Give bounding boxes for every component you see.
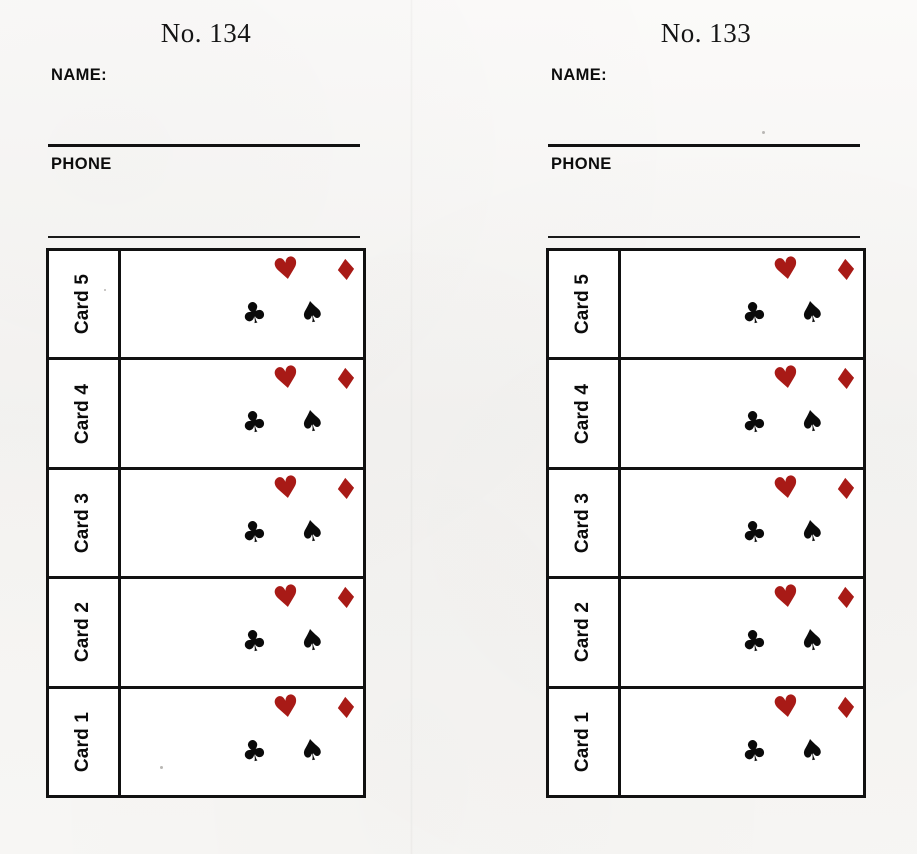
page-title: No. 134 — [160, 18, 252, 48]
card-label: Card 3 — [72, 492, 94, 554]
card-suits-cell[interactable]: ♥ ♦ ♣ ♠ — [121, 360, 363, 466]
card-label-cell: Card 4 — [549, 360, 621, 467]
card-label-cell: Card 3 — [49, 469, 121, 577]
heart-icon[interactable]: ♥ — [270, 359, 303, 399]
heart-icon[interactable]: ♥ — [770, 578, 803, 618]
table-row: Card 1 ♥ ♦ ♣ ♠ — [549, 687, 863, 796]
club-icon[interactable]: ♣ — [737, 621, 771, 661]
club-icon[interactable]: ♣ — [237, 512, 271, 552]
name-write-line — [548, 144, 860, 147]
club-icon[interactable]: ♣ — [737, 731, 771, 770]
card-suits-cell[interactable]: ♥ ♦ ♣ ♠ — [121, 250, 363, 357]
diamond-icon[interactable]: ♦ — [331, 580, 361, 617]
spade-icon[interactable]: ♠ — [296, 511, 328, 550]
club-icon[interactable]: ♣ — [237, 731, 271, 770]
card-label: Card 5 — [572, 274, 594, 335]
card-suits-cell[interactable]: ♥ ♦ ♣ ♠ — [621, 468, 863, 576]
name-field-label: NAME: — [51, 66, 108, 84]
club-icon[interactable]: ♣ — [237, 293, 271, 333]
card-label-cell: Card 5 — [49, 251, 121, 358]
diamond-icon[interactable]: ♦ — [831, 252, 861, 288]
card-suits-cell[interactable]: ♥ ♦ ♣ ♠ — [121, 468, 363, 576]
heart-icon[interactable]: ♥ — [270, 687, 303, 727]
card-suits-cell[interactable]: ♥ ♦ ♣ ♠ — [621, 250, 863, 357]
card-suits-cell[interactable]: ♥ ♦ ♣ ♠ — [121, 687, 363, 795]
card-grid-table: Card 5 ♥ ♦ ♣ ♠ Card 4 ♥ ♦ ♣ ♠ Card 3 — [546, 248, 866, 798]
page-title: No. 133 — [660, 18, 752, 48]
spade-icon[interactable]: ♠ — [296, 293, 328, 332]
scan-seam-divider — [410, 0, 413, 854]
card-label: Card 2 — [572, 602, 594, 663]
table-row: Card 3 ♥ ♦ ♣ ♠ — [49, 468, 363, 580]
card-label: Card 1 — [72, 711, 94, 772]
card-label-cell: Card 2 — [549, 579, 621, 686]
table-row: Card 4 ♥ ♦ ♣ ♠ — [49, 360, 363, 470]
card-grid-table: Card 5 ♥ ♦ ♣ ♠ Card 4 ♥ ♦ ♣ ♠ Card 3 — [46, 248, 366, 798]
card-label: Card 1 — [572, 711, 594, 772]
card-label: Card 5 — [72, 274, 94, 335]
table-row: Card 2 ♥ ♦ ♣ ♠ — [549, 578, 863, 689]
diamond-icon[interactable]: ♦ — [331, 470, 361, 507]
diamond-icon[interactable]: ♦ — [831, 580, 861, 617]
club-icon[interactable]: ♣ — [737, 293, 771, 333]
card-label-cell: Card 5 — [549, 251, 621, 358]
heart-icon[interactable]: ♥ — [270, 578, 303, 618]
card-label-cell: Card 4 — [49, 360, 121, 467]
spade-icon[interactable]: ♠ — [296, 730, 328, 769]
spade-icon[interactable]: ♠ — [796, 621, 828, 660]
card-label: Card 2 — [72, 602, 94, 663]
diamond-icon[interactable]: ♦ — [331, 361, 361, 398]
card-suits-cell[interactable]: ♥ ♦ ♣ ♠ — [621, 578, 863, 685]
spade-icon[interactable]: ♠ — [796, 730, 828, 769]
diamond-icon[interactable]: ♦ — [831, 470, 861, 507]
heart-icon[interactable]: ♥ — [770, 359, 803, 399]
table-row: Card 5 ♥ ♦ ♣ ♠ — [49, 250, 363, 361]
scan-speck — [762, 131, 765, 134]
spade-icon[interactable]: ♠ — [796, 402, 828, 441]
club-icon[interactable]: ♣ — [737, 512, 771, 552]
phone-write-line — [48, 236, 360, 238]
diamond-icon[interactable]: ♦ — [831, 689, 861, 726]
card-label: Card 3 — [572, 492, 594, 554]
card-suits-cell[interactable]: ♥ ♦ ♣ ♠ — [121, 578, 363, 685]
card-label-cell: Card 2 — [49, 579, 121, 686]
diamond-icon[interactable]: ♦ — [831, 361, 861, 398]
heart-icon[interactable]: ♥ — [270, 250, 303, 289]
table-row: Card 1 ♥ ♦ ♣ ♠ — [49, 687, 363, 796]
heart-icon[interactable]: ♥ — [770, 468, 803, 508]
table-row: Card 3 ♥ ♦ ♣ ♠ — [549, 468, 863, 580]
spade-icon[interactable]: ♠ — [796, 293, 828, 332]
table-row: Card 2 ♥ ♦ ♣ ♠ — [49, 578, 363, 689]
phone-field-label: PHONE — [551, 155, 612, 173]
card-suits-cell[interactable]: ♥ ♦ ♣ ♠ — [621, 360, 863, 466]
diamond-icon[interactable]: ♦ — [331, 689, 361, 726]
diamond-icon[interactable]: ♦ — [331, 252, 361, 288]
club-icon[interactable]: ♣ — [237, 403, 271, 442]
heart-icon[interactable]: ♥ — [770, 250, 803, 289]
phone-write-line — [548, 236, 860, 238]
card-suits-cell[interactable]: ♥ ♦ ♣ ♠ — [621, 687, 863, 795]
spade-icon[interactable]: ♠ — [796, 511, 828, 550]
card-label: Card 4 — [72, 383, 94, 444]
name-field-label: NAME: — [551, 66, 608, 84]
name-write-line — [48, 144, 360, 147]
table-row: Card 5 ♥ ♦ ♣ ♠ — [549, 250, 863, 361]
card-label-cell: Card 3 — [549, 469, 621, 577]
spade-icon[interactable]: ♠ — [296, 621, 328, 660]
heart-icon[interactable]: ♥ — [770, 687, 803, 727]
card-label: Card 4 — [572, 383, 594, 444]
club-icon[interactable]: ♣ — [737, 403, 771, 442]
card-label-cell: Card 1 — [49, 688, 121, 796]
club-icon[interactable]: ♣ — [237, 621, 271, 661]
card-label-cell: Card 1 — [549, 688, 621, 796]
phone-field-label: PHONE — [51, 155, 112, 173]
table-row: Card 4 ♥ ♦ ♣ ♠ — [549, 360, 863, 470]
heart-icon[interactable]: ♥ — [270, 468, 303, 508]
spade-icon[interactable]: ♠ — [296, 402, 328, 441]
